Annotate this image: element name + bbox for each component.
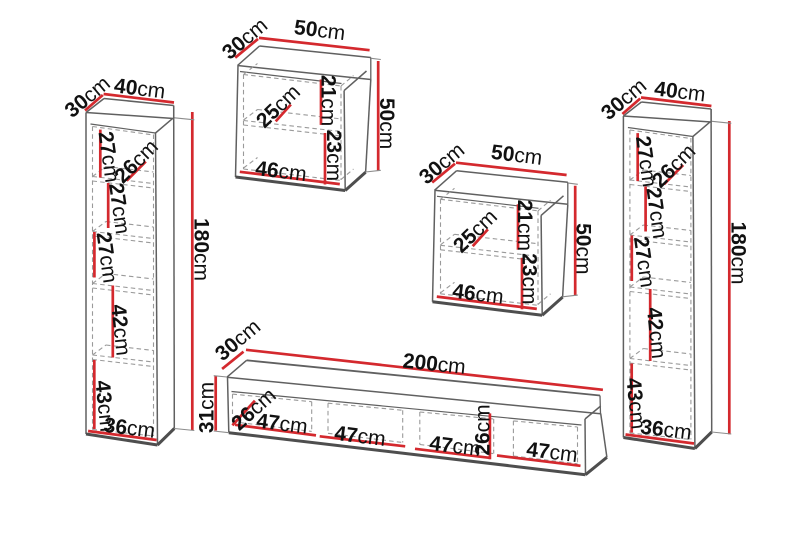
svg-text:27cm: 27cm: [92, 230, 122, 284]
svg-text:200cm: 200cm: [402, 350, 467, 379]
svg-text:50cm: 50cm: [375, 98, 398, 149]
svg-text:47cm: 47cm: [333, 422, 387, 451]
svg-text:43cm: 43cm: [621, 377, 649, 430]
svg-text:27cm: 27cm: [641, 186, 671, 240]
svg-text:21cm: 21cm: [317, 75, 340, 126]
svg-text:40cm: 40cm: [653, 77, 707, 106]
svg-text:36cm: 36cm: [103, 414, 157, 443]
svg-text:180cm: 180cm: [727, 221, 750, 284]
svg-text:180cm: 180cm: [190, 218, 213, 281]
svg-text:46cm: 46cm: [451, 280, 505, 309]
svg-text:50cm: 50cm: [293, 16, 347, 45]
svg-text:27cm: 27cm: [94, 130, 124, 184]
svg-text:50cm: 50cm: [572, 223, 595, 274]
svg-text:43cm: 43cm: [90, 379, 118, 432]
svg-text:40cm: 40cm: [113, 74, 167, 103]
svg-text:27cm: 27cm: [629, 235, 659, 289]
svg-text:26cm: 26cm: [472, 404, 495, 455]
svg-text:50cm: 50cm: [490, 141, 544, 170]
svg-text:23cm: 23cm: [518, 253, 541, 304]
svg-text:27cm: 27cm: [104, 181, 134, 235]
svg-text:47cm: 47cm: [428, 432, 482, 461]
svg-text:31cm: 31cm: [195, 382, 218, 433]
svg-text:47cm: 47cm: [525, 438, 579, 467]
svg-text:36cm: 36cm: [639, 416, 693, 445]
svg-text:21cm: 21cm: [513, 200, 536, 251]
svg-text:46cm: 46cm: [254, 157, 308, 186]
svg-text:42cm: 42cm: [642, 306, 670, 359]
svg-text:27cm: 27cm: [631, 134, 661, 188]
svg-text:47cm: 47cm: [255, 410, 309, 439]
svg-text:42cm: 42cm: [106, 303, 134, 356]
svg-text:23cm: 23cm: [322, 130, 345, 181]
